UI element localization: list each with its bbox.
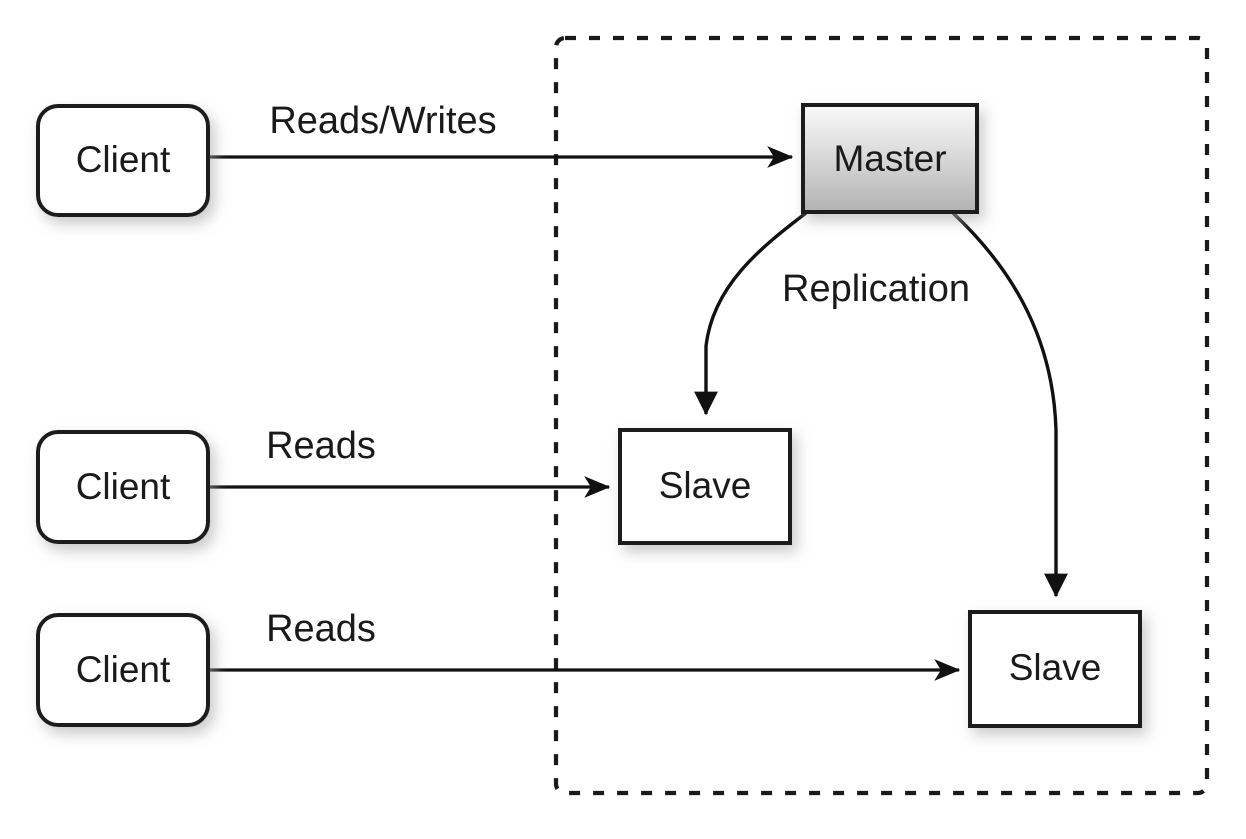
slave-1-box[interactable]: [618, 428, 792, 545]
node-client-2[interactable]: [36, 430, 210, 544]
client-2-label: Client: [76, 466, 171, 507]
master-label: Master: [833, 138, 946, 179]
edge-label-reads-2: Reads: [266, 608, 376, 650]
client-1-box[interactable]: [36, 104, 210, 217]
slave-2-label: Slave: [1009, 647, 1102, 688]
client-1-label: Client: [76, 139, 171, 180]
master-box[interactable]: [801, 103, 979, 214]
datacenter-boundary: [553, 35, 1210, 796]
client-2-box[interactable]: [36, 430, 210, 544]
node-client-1[interactable]: [36, 104, 210, 217]
slave-1-label: Slave: [659, 465, 752, 506]
edge-label-reads-writes: Reads/Writes: [269, 100, 496, 142]
node-client-3[interactable]: [36, 613, 210, 727]
node-slave-2[interactable]: [968, 610, 1142, 728]
node-slave-1[interactable]: [618, 428, 792, 545]
edge-master-to-slave1: [694, 211, 808, 416]
edge-label-replication: Replication: [782, 268, 970, 310]
client-3-label: Client: [76, 649, 171, 690]
client-3-box[interactable]: [36, 613, 210, 727]
edge-master-to-slave2: [951, 211, 1068, 598]
edge-label-reads-1: Reads: [266, 425, 376, 467]
slave-2-box[interactable]: [968, 610, 1142, 728]
node-master[interactable]: [801, 103, 979, 214]
